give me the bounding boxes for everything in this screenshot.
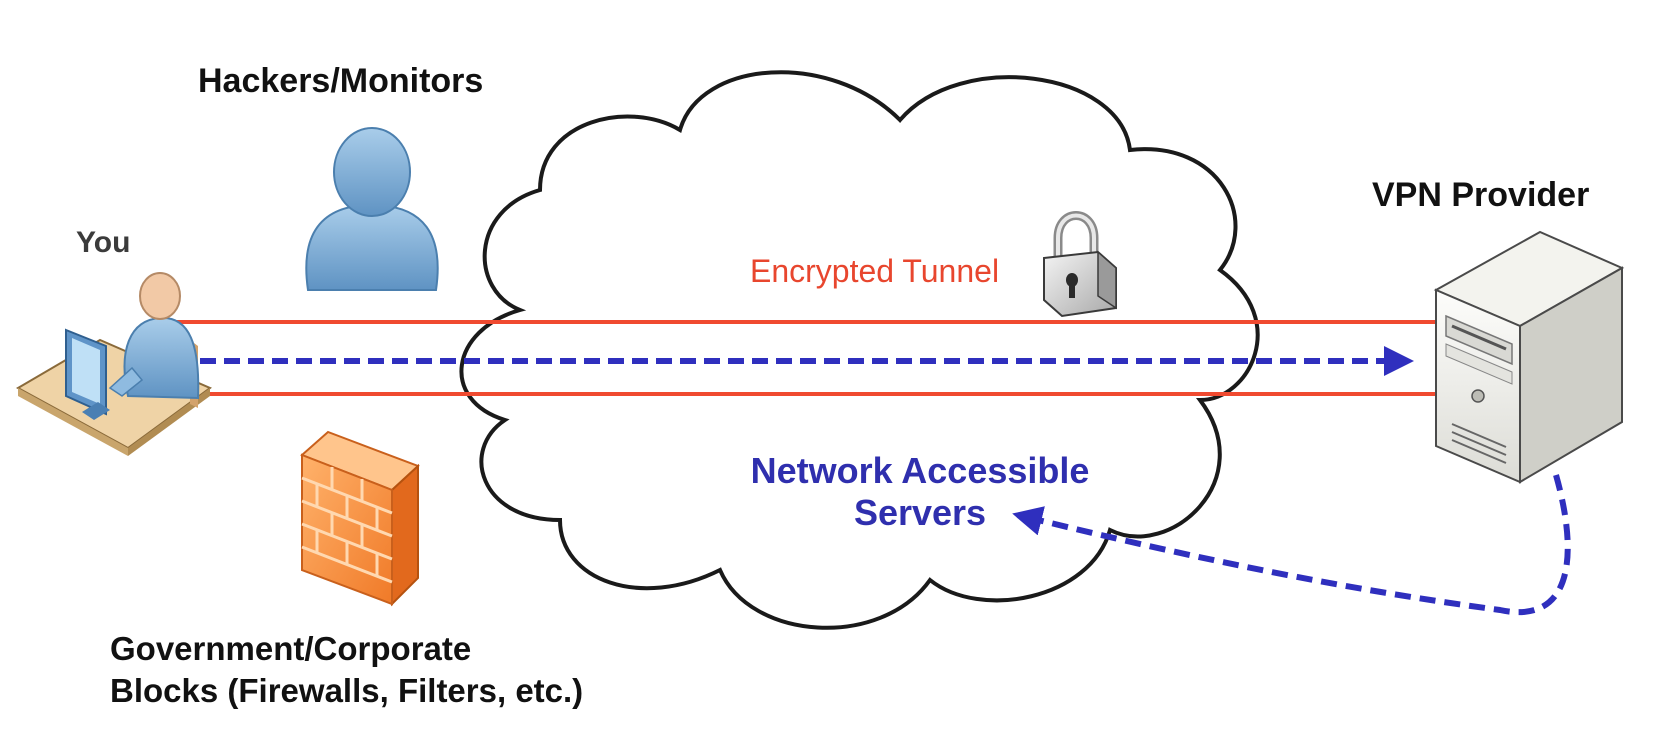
server-flow-arrow <box>1012 474 1571 615</box>
user-icon <box>305 127 439 291</box>
you-label: You <box>76 226 131 259</box>
cloud-shape <box>459 70 1260 630</box>
hackers-monitors-label: Hackers/Monitors <box>198 62 484 100</box>
padlock-icon <box>1043 211 1117 318</box>
encrypted-tunnel-label: Encrypted Tunnel <box>750 253 1000 289</box>
user-at-computer-icon <box>15 272 212 456</box>
vpn-provider-label: VPN Provider <box>1372 176 1590 214</box>
server-tower-icon <box>1433 230 1625 484</box>
network-servers-label: Network Accessible Servers <box>750 450 1090 533</box>
government-blocks-label: Government/Corporate Blocks (Firewalls, … <box>110 630 584 709</box>
firewall-icon <box>300 430 420 607</box>
